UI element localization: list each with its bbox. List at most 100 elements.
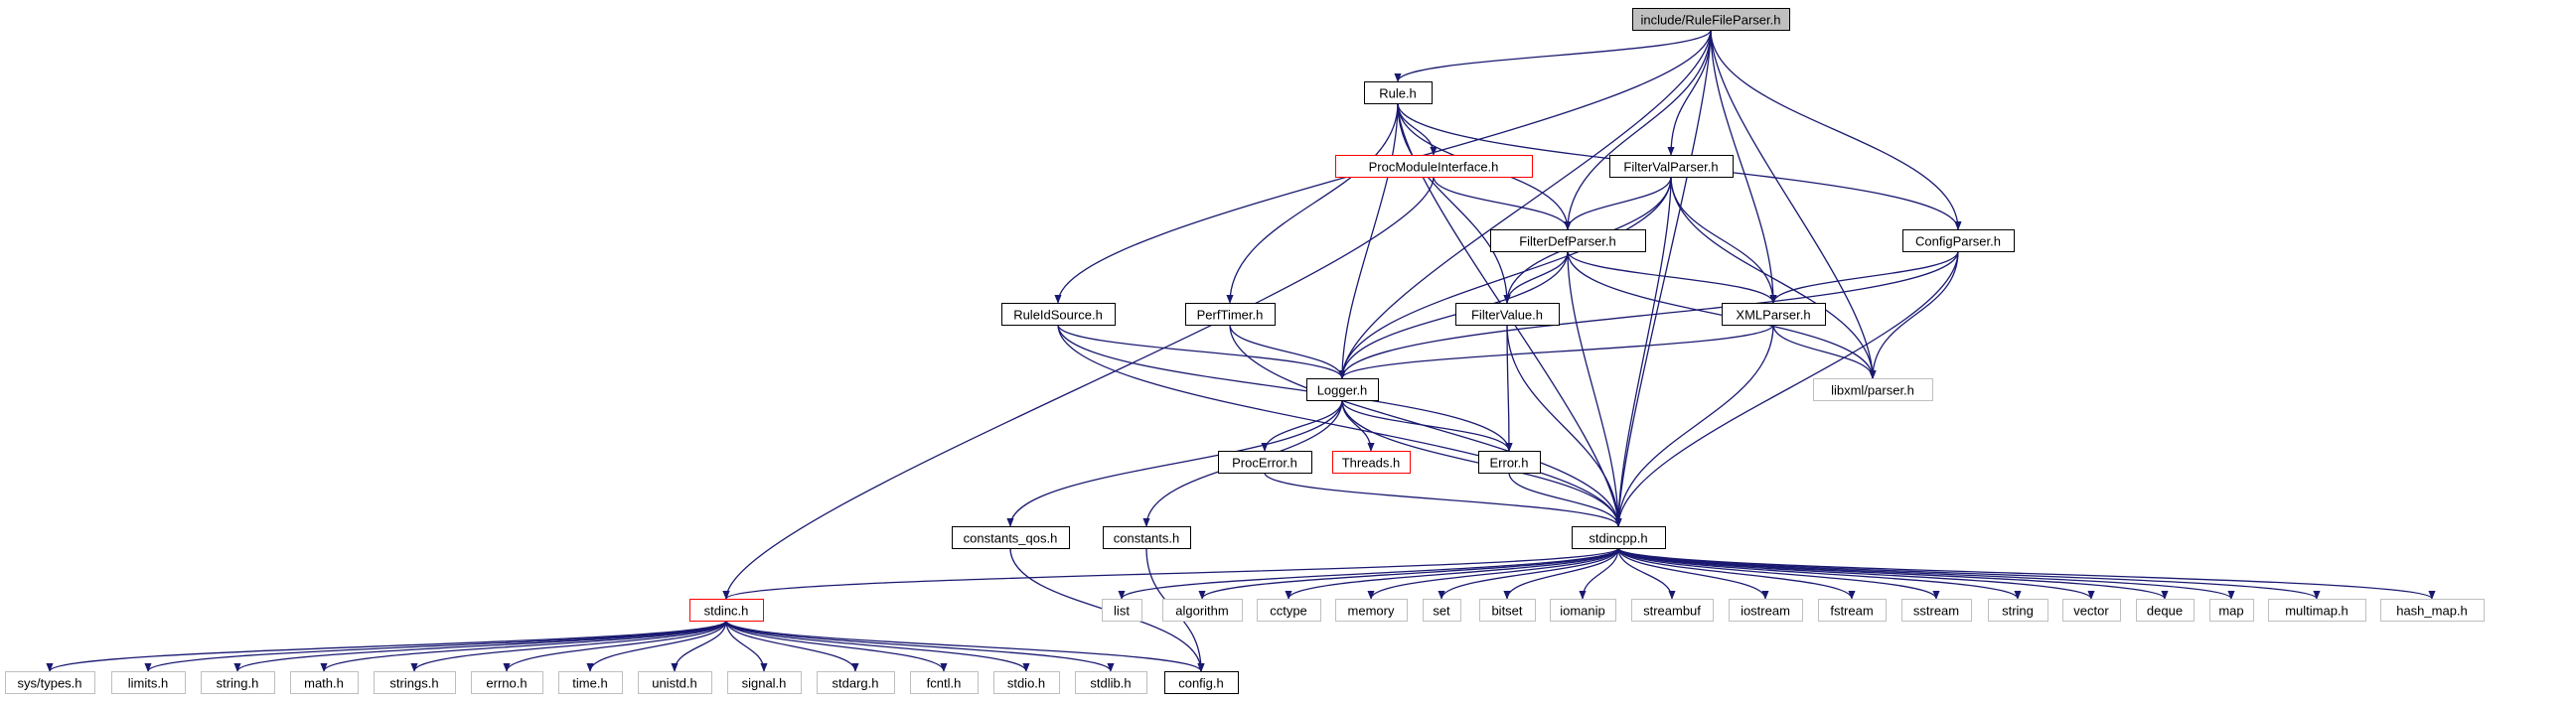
- node-filtervalue-h[interactable]: FilterValue.h: [1455, 303, 1560, 326]
- node-stdincpp-h[interactable]: stdincpp.h: [1572, 526, 1666, 549]
- node-box: [1164, 671, 1239, 694]
- node-sys-types-h[interactable]: sys/types.h: [5, 671, 95, 694]
- node-vector[interactable]: vector: [2062, 599, 2121, 622]
- node-stdarg-h[interactable]: stdarg.h: [817, 671, 895, 694]
- node-box: [471, 671, 543, 694]
- edge-logger-h-to-error-h: [1341, 399, 1513, 452]
- node-box: [1103, 526, 1191, 549]
- edge-filtervalparser-h-to-logger-h: [1338, 176, 1672, 379]
- node-limits-h[interactable]: limits.h: [111, 671, 186, 694]
- node-box: [1455, 303, 1560, 326]
- node-filterdefparser-h[interactable]: FilterDefParser.h: [1490, 229, 1646, 252]
- node-label: ProcError.h: [1232, 456, 1297, 471]
- node-label: math.h: [304, 676, 344, 691]
- node-cctype[interactable]: cctype: [1257, 599, 1321, 622]
- node-bitset[interactable]: bitset: [1479, 599, 1536, 622]
- node-ruleidsource-h[interactable]: RuleIdSource.h: [1001, 303, 1116, 326]
- node-error-h[interactable]: Error.h: [1478, 451, 1541, 474]
- edges-layer: [46, 29, 2436, 672]
- node-list[interactable]: list: [1102, 599, 1142, 622]
- node-threads-h[interactable]: Threads.h: [1332, 451, 1411, 474]
- node-streambuf[interactable]: streambuf: [1631, 599, 1714, 622]
- node-iostream[interactable]: iostream: [1729, 599, 1803, 622]
- node-deque[interactable]: deque: [2136, 599, 2195, 622]
- node-box: [1722, 303, 1826, 326]
- node-fcntl-h[interactable]: fcntl.h: [910, 671, 979, 694]
- edge-stdinc-h-to-sys-types-h: [46, 620, 727, 672]
- edge-ruleidsource-h-to-error-h: [1057, 324, 1513, 452]
- edge-stdincpp-h-to-streambuf: [1617, 547, 1676, 600]
- node-unistd-h[interactable]: unistd.h: [638, 671, 712, 694]
- edge-stdinc-h-to-stdio-h: [725, 620, 1030, 672]
- node-libxml-parser-h[interactable]: libxml/parser.h: [1813, 378, 1933, 401]
- node-box: [201, 671, 275, 694]
- edge-perftimer-h-to-logger-h: [1229, 324, 1346, 379]
- node-procerror-h[interactable]: ProcError.h: [1218, 451, 1312, 474]
- edge-stdincpp-h-to-string: [1617, 547, 2022, 600]
- node-label: map: [2218, 604, 2243, 619]
- node-label: streambuf: [1643, 604, 1701, 619]
- edge-stdincpp-h-to-bitset: [1503, 547, 1619, 600]
- node-box: [1185, 303, 1276, 326]
- node-errno-h[interactable]: errno.h: [471, 671, 543, 694]
- node-multimap-h[interactable]: multimap.h: [2268, 599, 2366, 622]
- edge-filtervalparser-h-to-filterdefparser-h: [1564, 176, 1672, 230]
- node-strings-h[interactable]: strings.h: [374, 671, 456, 694]
- edge-stdincpp-h-to-multimap-h: [1617, 547, 2321, 600]
- node-box: [1813, 378, 1933, 401]
- edge-xmlparser-h-to-stdincpp-h: [1614, 324, 1774, 527]
- node-label: Error.h: [1489, 456, 1528, 471]
- node-label: RuleIdSource.h: [1013, 308, 1103, 323]
- edge-filterdefparser-h-to-xmlparser-h: [1567, 250, 1777, 304]
- node-set[interactable]: set: [1423, 599, 1461, 622]
- node-string-h[interactable]: string.h: [201, 671, 275, 694]
- node-label: ProcModuleInterface.h: [1369, 160, 1499, 175]
- edge-include-rulefileparser-h-to-rule-h: [1394, 29, 1712, 82]
- node-xmlparser-h[interactable]: XMLParser.h: [1722, 303, 1826, 326]
- edge-stdinc-h-to-stdlib-h: [725, 620, 1115, 672]
- edge-stdincpp-h-to-sstream: [1617, 547, 1940, 600]
- edge-stdincpp-h-to-fstream: [1617, 547, 1856, 600]
- node-label: string.h: [217, 676, 259, 691]
- node-sstream[interactable]: sstream: [1901, 599, 1972, 622]
- node-box: [952, 526, 1070, 549]
- node-time-h[interactable]: time.h: [558, 671, 623, 694]
- node-signal-h[interactable]: signal.h: [727, 671, 802, 694]
- node-procmoduleinterface-h[interactable]: ProcModuleInterface.h: [1335, 155, 1533, 178]
- node-box: [1364, 81, 1433, 104]
- node-string[interactable]: string: [1988, 599, 2048, 622]
- node-configparser-h[interactable]: ConfigParser.h: [1902, 229, 2015, 252]
- node-filtervalparser-h[interactable]: FilterValParser.h: [1609, 155, 1734, 178]
- node-fstream[interactable]: fstream: [1818, 599, 1887, 622]
- edge-filtervalparser-h-to-libxml-parser-h: [1670, 176, 1877, 379]
- node-label: fstream: [1830, 604, 1873, 619]
- node-label: Threads.h: [1342, 456, 1401, 471]
- node-label: hash_map.h: [2396, 604, 2468, 619]
- node-rule-h[interactable]: Rule.h: [1364, 81, 1433, 104]
- node-constants-h[interactable]: constants.h: [1103, 526, 1191, 549]
- edge-configparser-h-to-logger-h: [1338, 250, 1959, 379]
- node-stdinc-h[interactable]: stdinc.h: [689, 599, 764, 622]
- node-iomanip[interactable]: iomanip: [1550, 599, 1616, 622]
- node-stdlib-h[interactable]: stdlib.h: [1075, 671, 1147, 694]
- node-hash-map-h[interactable]: hash_map.h: [2380, 599, 2485, 622]
- edge-include-rulefileparser-h-to-stdincpp-h: [1614, 29, 1712, 527]
- node-label: Logger.h: [1317, 383, 1368, 398]
- edge-logger-h-to-threads-h: [1341, 399, 1375, 452]
- node-memory[interactable]: memory: [1335, 599, 1408, 622]
- node-logger-h[interactable]: Logger.h: [1306, 378, 1379, 401]
- node-math-h[interactable]: math.h: [290, 671, 359, 694]
- node-perftimer-h[interactable]: PerfTimer.h: [1185, 303, 1276, 326]
- edge-stdincpp-h-to-cctype: [1285, 547, 1619, 600]
- node-constants-qos-h[interactable]: constants_qos.h: [952, 526, 1070, 549]
- node-box: [817, 671, 895, 694]
- node-label: limits.h: [128, 676, 168, 691]
- edge-include-rulefileparser-h-to-xmlparser-h: [1710, 29, 1777, 304]
- node-algorithm[interactable]: algorithm: [1162, 599, 1243, 622]
- node-config-h[interactable]: config.h: [1164, 671, 1239, 694]
- node-include-rulefileparser-h[interactable]: include/RuleFileParser.h: [1632, 8, 1790, 31]
- edge-stdincpp-h-to-deque: [1617, 547, 2169, 600]
- node-map[interactable]: map: [2209, 599, 2254, 622]
- node-stdio-h[interactable]: stdio.h: [993, 671, 1060, 694]
- edge-include-rulefileparser-h-to-configparser-h: [1710, 29, 1962, 230]
